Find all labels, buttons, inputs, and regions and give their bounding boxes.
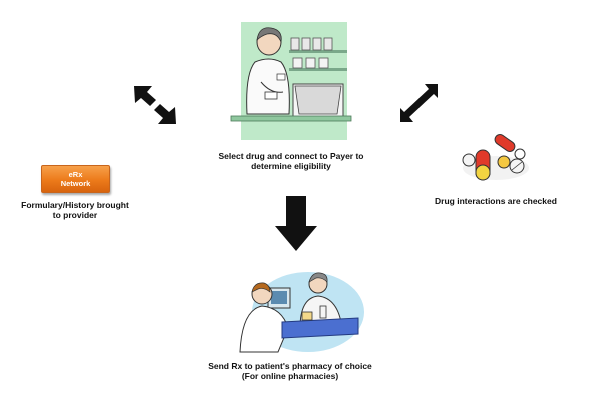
pharmacist-illustration [230, 22, 352, 140]
erx-network-box: eRx Network [41, 165, 110, 193]
select-drug-caption-line2: determine eligibility [251, 161, 331, 171]
erx-network-line2: Network [60, 179, 91, 188]
pills-icon [462, 134, 529, 181]
pharmacy-counter-illustration [239, 272, 364, 353]
interactions-caption-line1: Drug interactions are checked [435, 196, 557, 206]
send-rx-caption-line2: (For online pharmacies) [241, 371, 339, 381]
formulary-caption-line2: to provider [52, 210, 98, 220]
down-arrow-icon [275, 196, 317, 251]
select-drug-caption-line1: Select drug and connect to Payer to [218, 151, 364, 161]
interactions-caption: Drug interactions are checked [416, 196, 576, 206]
select-drug-caption: Select drug and connect to Payer to dete… [196, 151, 386, 171]
formulary-caption: Formulary/History brought to provider [10, 200, 140, 220]
send-rx-caption: Send Rx to patient's pharmacy of choice … [190, 361, 390, 381]
left-bidirectional-arrows-icon [134, 86, 176, 124]
formulary-caption-line1: Formulary/History brought [21, 200, 129, 210]
send-rx-caption-line1: Send Rx to patient's pharmacy of choice [208, 361, 372, 371]
erx-network-line1: eRx [68, 170, 83, 179]
right-bidirectional-arrows-icon [400, 84, 438, 122]
